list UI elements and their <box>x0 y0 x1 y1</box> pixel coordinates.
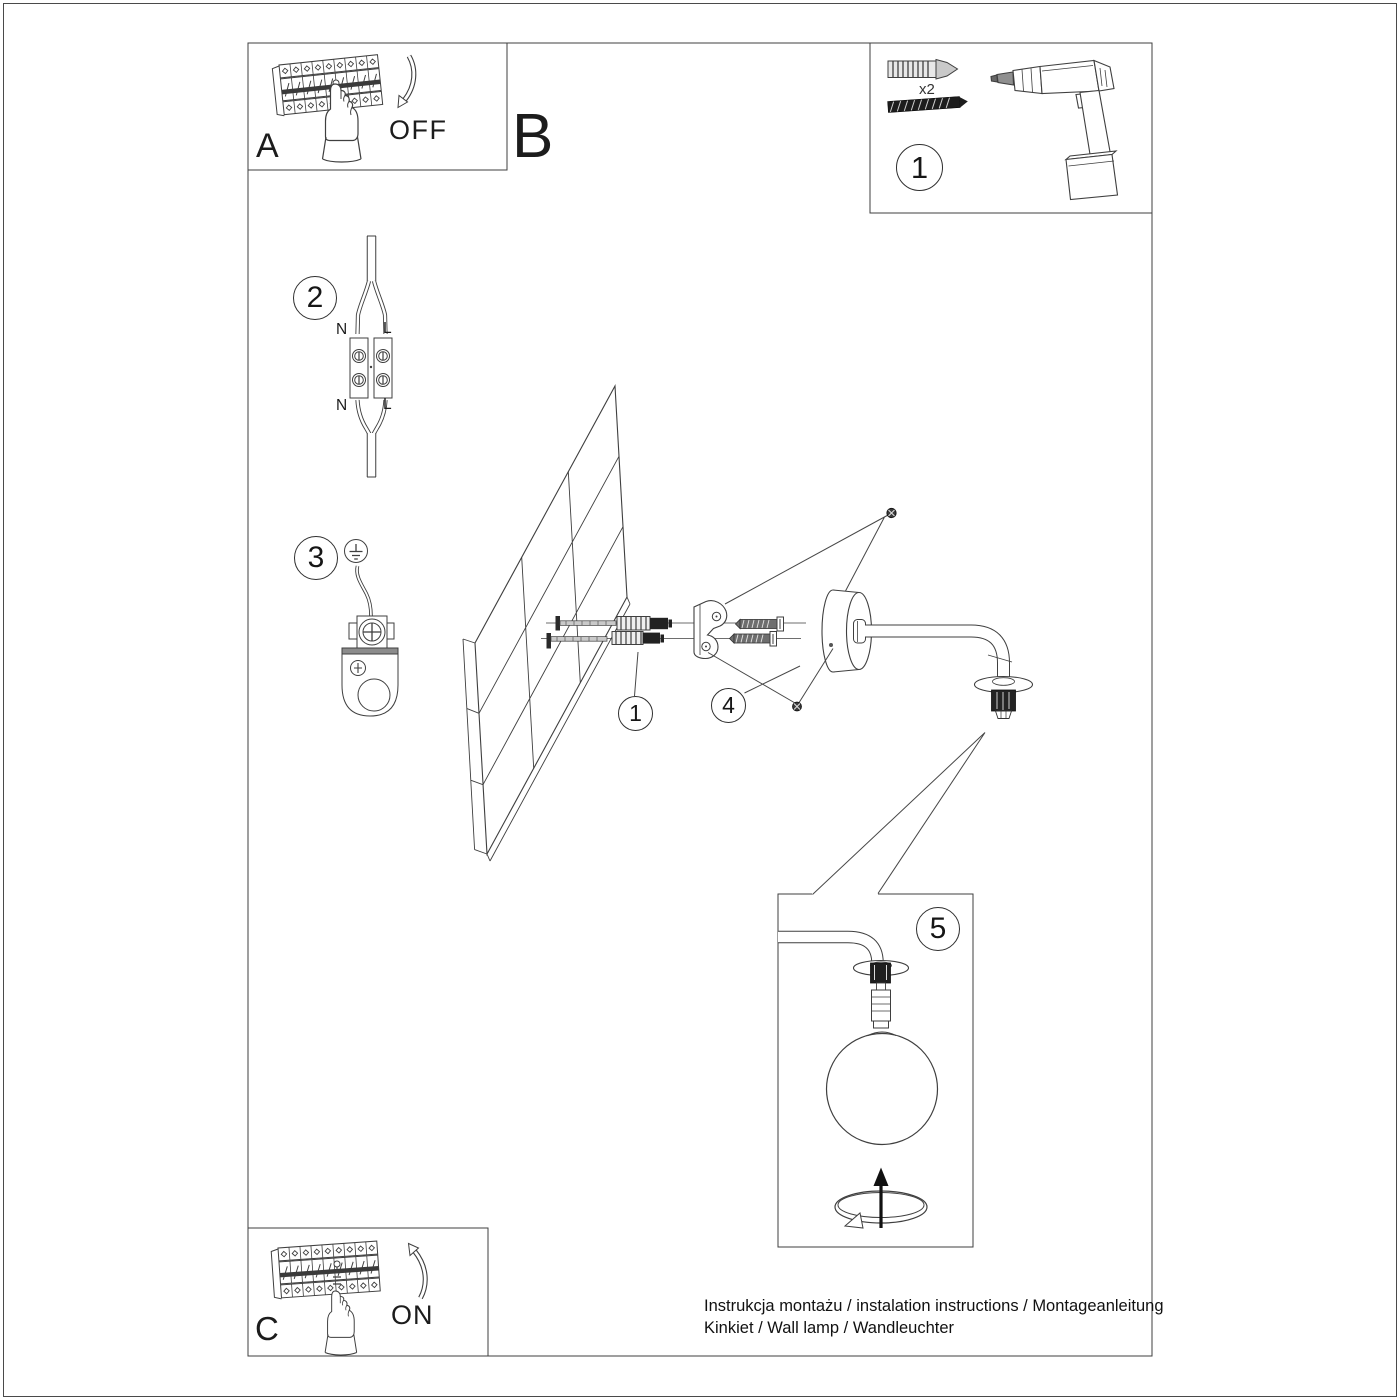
leader-lines <box>634 507 986 895</box>
panel-a-label: A <box>256 127 279 165</box>
lamp-arm-drawing <box>865 624 1034 719</box>
step3-callout: 3 <box>294 536 338 580</box>
footer-line-1: Instrukcja montażu / instalation instruc… <box>704 1297 1164 1315</box>
step2-callout: 2 <box>293 276 337 320</box>
terminal-n-bottom-label: N <box>336 397 348 414</box>
ground-wire-icon <box>355 565 373 617</box>
breaker-panel-on-icon <box>270 1240 428 1356</box>
mounting-bracket-drawing <box>693 600 728 660</box>
pointing-hand-icon <box>324 1290 358 1356</box>
footer-text: Instrukcja montażu / instalation instruc… <box>704 1296 1164 1339</box>
terminal-l-top-label: L <box>383 320 392 337</box>
panel-c-label: C <box>255 1310 279 1347</box>
terminal-block-icon <box>349 337 393 399</box>
terminal-n-top-label: N <box>336 321 348 338</box>
ground-terminal-icon <box>341 615 399 717</box>
wall-anchor-icon <box>887 58 959 80</box>
earth-symbol-icon <box>344 539 368 563</box>
drill-icon <box>990 59 1119 201</box>
power-cable-icon <box>355 235 388 478</box>
canopy-screws <box>728 616 784 647</box>
curved-arrow-down-icon <box>397 54 417 109</box>
anchor-part-callout: 1 <box>618 696 653 731</box>
curved-arrow-up-icon <box>407 1242 428 1300</box>
breaker-on-label: ON <box>391 1300 434 1330</box>
small-screw-icon <box>792 701 802 712</box>
small-screw-icon <box>886 507 897 519</box>
tools-panel-art <box>887 58 1119 201</box>
breaker-panel-off-icon <box>271 54 417 163</box>
panel-b-label: B <box>512 102 554 171</box>
mounting-screws-and-anchors <box>546 616 672 649</box>
screw-icon <box>887 96 968 113</box>
screws-part-callout: 4 <box>711 688 746 723</box>
tools-step-callout: 1 <box>896 144 943 191</box>
detail-step-callout: 5 <box>916 907 960 951</box>
breaker-lever-icon <box>333 1260 341 1285</box>
bulb-detail-art <box>778 930 939 1229</box>
lamp-canopy-drawing <box>821 589 873 673</box>
footer-line-2: Kinkiet / Wall lamp / Wandleuchter <box>704 1318 955 1337</box>
up-arrow-icon <box>873 1167 889 1228</box>
glass-globe-drawing <box>825 1032 939 1146</box>
page-borders <box>3 3 1397 1397</box>
breaker-off-label: OFF <box>389 115 448 145</box>
wall-panel-drawing <box>462 384 631 862</box>
terminal-l-bottom-label: L <box>383 396 392 413</box>
anchor-quantity-label: x2 <box>919 81 935 98</box>
